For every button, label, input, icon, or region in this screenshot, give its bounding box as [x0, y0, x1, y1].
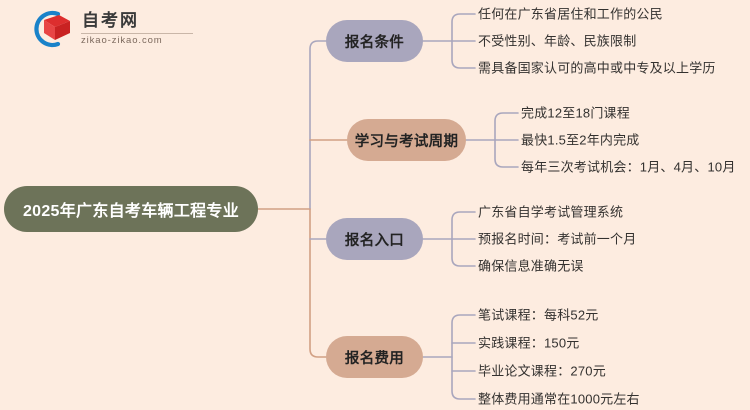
branch-label: 报名条件 — [344, 34, 405, 51]
branch-node-report-conditions[interactable]: 报名条件 — [326, 20, 423, 62]
open-book-icon-body — [44, 20, 55, 40]
leaf-item: 完成12至18门课程 — [521, 105, 630, 121]
leaf-item: 任何在广东省居住和工作的公民 — [478, 6, 663, 22]
leaf-item: 每年三次考试机会：1月、4月、10月 — [521, 159, 736, 175]
logo-mark — [28, 9, 72, 49]
logo-divider — [81, 33, 193, 35]
logo-text: 自考网 zikao-zikao.com — [81, 11, 193, 46]
branch-node-study-exam-cycle[interactable]: 学习与考试周期 — [347, 119, 466, 161]
leaf-item: 不受性别、年龄、民族限制 — [478, 33, 637, 49]
central-topic-node[interactable]: 2025年广东自考车辆工程专业 — [4, 186, 258, 232]
crescent-arc-icon — [34, 10, 61, 48]
leaf-item: 实践课程：150元 — [478, 335, 580, 351]
open-book-icon-page — [55, 21, 70, 40]
leaf-item: 需具备国家认可的高中或中专及以上学历 — [478, 60, 716, 76]
leaf-item: 确保信息准确无误 — [478, 258, 584, 274]
logo-url: zikao-zikao.com — [81, 35, 163, 47]
leaf-item: 毕业论文课程：270元 — [478, 363, 606, 379]
central-topic-label: 2025年广东自考车辆工程专业 — [22, 203, 240, 220]
leaf-item: 笔试课程：每科52元 — [478, 307, 599, 323]
branch-label: 学习与考试周期 — [354, 133, 459, 150]
branch-label: 报名入口 — [344, 232, 405, 249]
leaf-item: 广东省自学考试管理系统 — [478, 204, 624, 220]
leaf-item: 整体费用通常在1000元左右 — [478, 391, 640, 407]
leaf-item: 预报名时间：考试前一个月 — [478, 231, 637, 247]
branch-node-registration-fees[interactable]: 报名费用 — [326, 336, 423, 378]
logo-name: 自考网 — [82, 11, 139, 31]
branch-node-registration-entry[interactable]: 报名入口 — [326, 218, 423, 260]
open-book-icon — [44, 15, 70, 27]
site-logo: 自考网 zikao-zikao.com — [28, 9, 193, 49]
branch-label: 报名费用 — [344, 350, 405, 367]
leaf-item: 最快1.5至2年内完成 — [521, 132, 640, 148]
